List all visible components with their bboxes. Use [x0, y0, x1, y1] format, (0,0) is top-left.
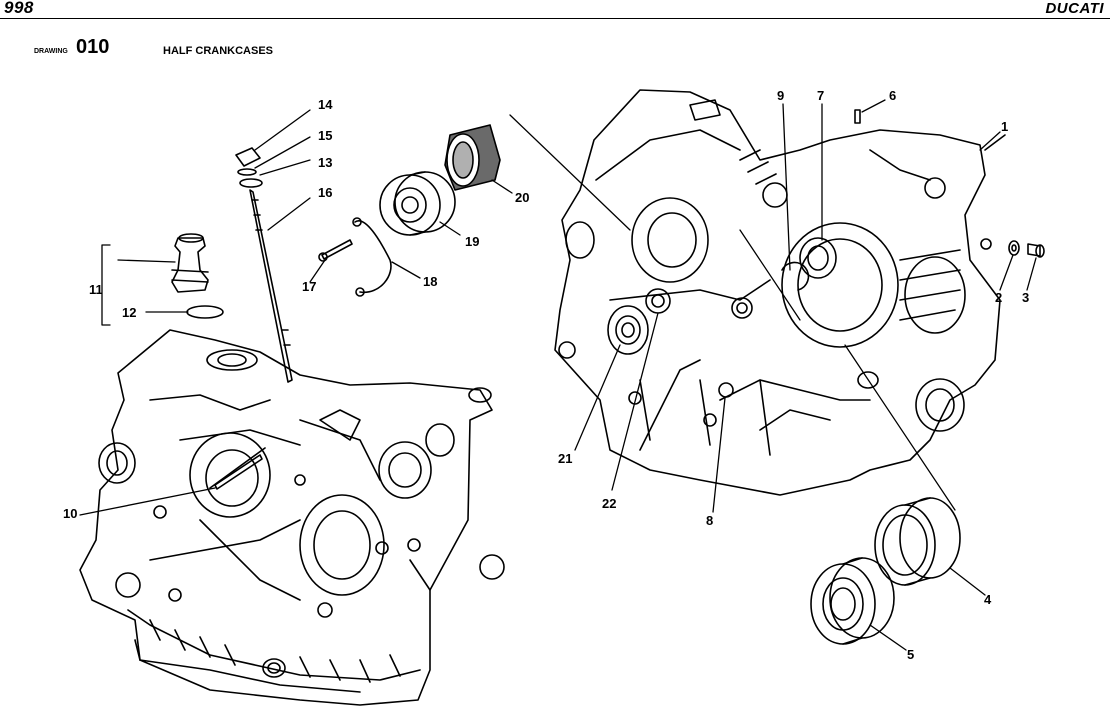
callout-9: 9 — [777, 88, 784, 103]
callout-15: 15 — [318, 128, 332, 143]
callout-22: 22 — [602, 496, 616, 511]
callout-3: 3 — [1022, 290, 1029, 305]
part-21-bearing — [607, 305, 649, 355]
callout-19: 19 — [465, 234, 479, 249]
part-9-circlip-shape — [781, 261, 810, 291]
callout-5: 5 — [907, 647, 914, 662]
brand-logo: DUCATI — [1045, 0, 1104, 17]
part-7-bearing-shape — [799, 237, 837, 279]
part-11-cap-shape — [171, 233, 209, 293]
part-13-14-15-stud-and-nut — [235, 147, 293, 383]
part-2-washer-shape — [1008, 240, 1020, 256]
leader-lines — [79, 99, 1037, 651]
part-8-o-ring — [718, 382, 734, 398]
part-6-dowel-shape — [854, 109, 861, 124]
left-crankcase-drawing — [79, 329, 505, 706]
callout-7: 7 — [817, 88, 824, 103]
part-22-ring — [645, 288, 671, 314]
callout-2: 2 — [995, 290, 1002, 305]
part-5-ball-bearing — [810, 557, 895, 645]
callout-21: 21 — [558, 451, 572, 466]
callout-13: 13 — [318, 155, 332, 170]
part-20-seal — [444, 124, 501, 191]
page-header: 998 DUCATI — [0, 0, 1110, 20]
callout-11: 11 — [89, 282, 103, 297]
drawing-title: HALF CRANKCASES — [163, 45, 273, 57]
drawing-label: DRAWING — [34, 48, 68, 55]
part-3-plug-shape — [1027, 243, 1045, 258]
callout-6: 6 — [889, 88, 896, 103]
model-name: 998 — [4, 0, 34, 17]
callout-16: 16 — [318, 185, 332, 200]
callout-1: 1 — [1001, 119, 1008, 134]
callout-10: 10 — [63, 506, 77, 521]
header-rule — [0, 18, 1110, 19]
callout-18: 18 — [423, 274, 437, 289]
callout-4: 4 — [984, 592, 992, 607]
part-17-screw — [318, 239, 353, 262]
callout-12: 12 — [122, 305, 136, 320]
part-18-bracket — [352, 217, 392, 297]
right-crankcase-drawing — [554, 89, 1001, 496]
callout-20: 20 — [515, 190, 529, 205]
part-1-half-crankcase — [984, 134, 1006, 151]
part-19-bearing — [379, 171, 456, 236]
part-4-bearing-ring — [874, 497, 961, 586]
callout-14: 14 — [318, 97, 333, 112]
drawing-number: 010 — [76, 36, 110, 58]
callout-17: 17 — [302, 279, 316, 294]
part-12-o-ring — [186, 305, 224, 319]
callout-8: 8 — [706, 513, 713, 528]
callout-numbers: 1 2 3 4 5 6 7 8 9 10 11 12 13 14 15 16 1… — [63, 88, 1029, 662]
part-10-stud-shape — [214, 454, 263, 490]
